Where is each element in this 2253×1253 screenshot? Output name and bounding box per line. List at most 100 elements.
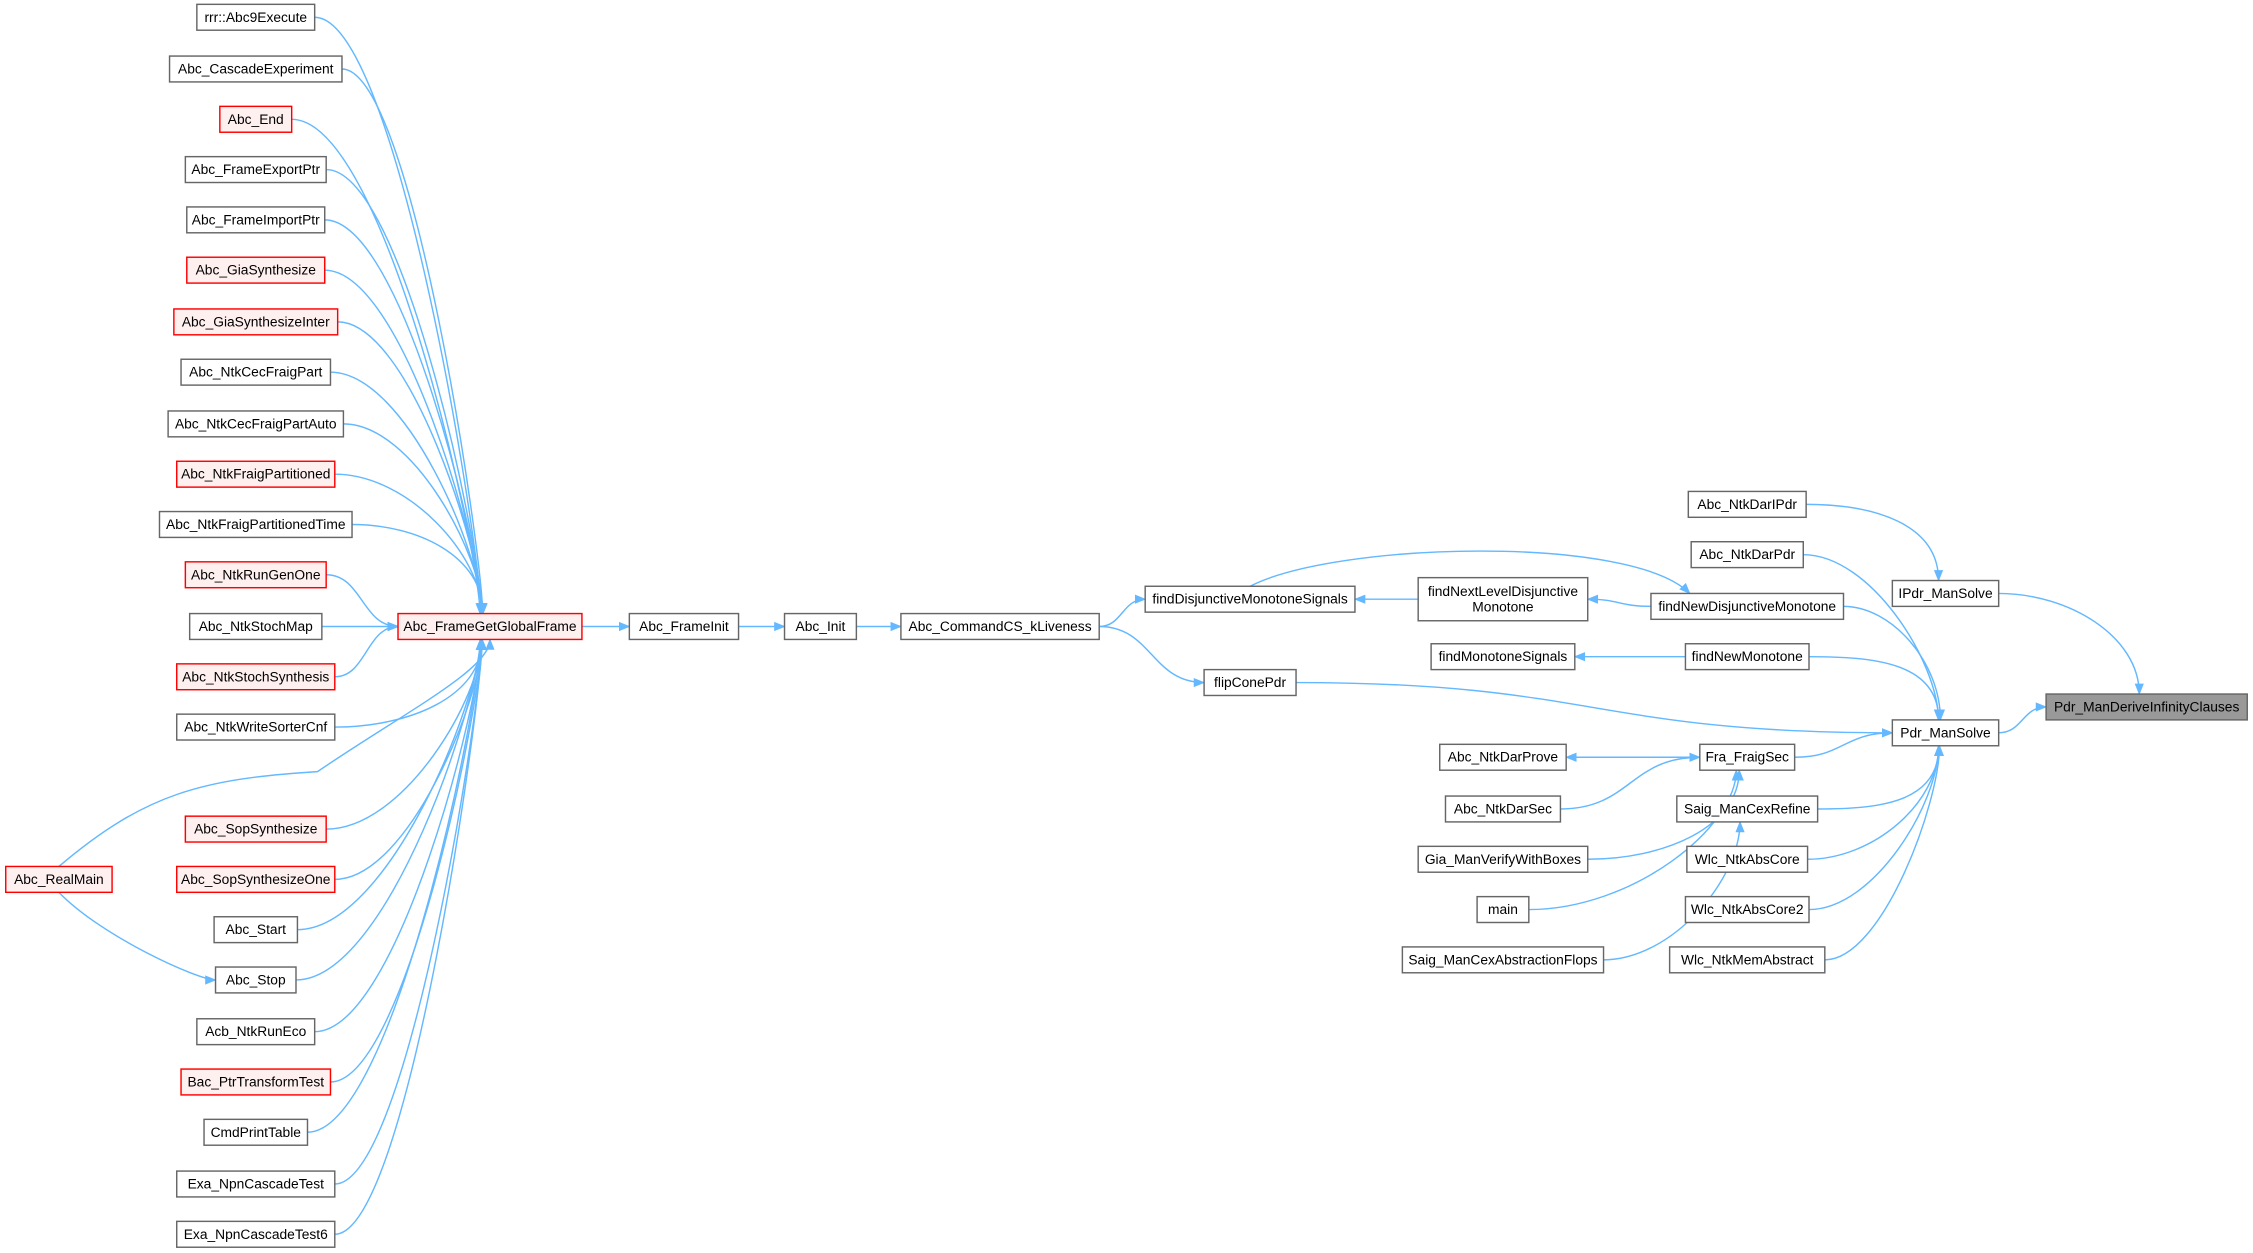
- node-label: findNewDisjunctiveMonotone: [1658, 599, 1836, 614]
- node-wlc-ntkmemabstract[interactable]: Wlc_NtkMemAbstract: [1668, 946, 1826, 974]
- node-label: main: [1488, 902, 1518, 917]
- node-abc-end[interactable]: Abc_End: [219, 105, 293, 133]
- node-bac-ptrtransformtest[interactable]: Bac_PtrTransformTest: [180, 1068, 332, 1096]
- node-cmdprinttable[interactable]: CmdPrintTable: [203, 1118, 309, 1146]
- node-abc-stop[interactable]: Abc_Stop: [214, 966, 297, 994]
- edge-pdr-mansolve-to-pdr-manderiveinfinityclauses: [1998, 702, 2048, 734]
- node-abc-start[interactable]: Abc_Start: [213, 916, 299, 944]
- node-box: [783, 612, 858, 641]
- edge-fra-fraigsec-to-pdr-mansolve: [1794, 728, 1894, 758]
- edge-main-to-fra-fraigsec: [1528, 769, 1741, 911]
- edge-exa-npncascadetest6-to-abc-framegetglobalframe: [334, 638, 487, 1236]
- node-label: findDisjunctiveMonotoneSignals: [1152, 592, 1347, 607]
- node-abc-sopsynthesize[interactable]: Abc_SopSynthesize: [184, 815, 327, 843]
- node-findnewmonotone[interactable]: findNewMonotone: [1684, 643, 1810, 671]
- node-abc-ntkcecfraigpartauto[interactable]: Abc_NtkCecFraigPartAuto: [167, 410, 345, 438]
- edge-gia-manverifywithboxes-to-fra-fraigsec: [1587, 769, 1744, 860]
- node-box: [1699, 743, 1796, 771]
- node-label: Wlc_NtkAbsCore: [1695, 852, 1800, 867]
- node-box: [196, 1018, 316, 1046]
- edge-abc-stop-to-abc-framegetglobalframe: [295, 638, 485, 981]
- node-abc-ntkfraigpartitionedtime[interactable]: Abc_NtkFraigPartitionedTime: [158, 510, 353, 539]
- node-box: [1401, 946, 1605, 974]
- node-label: Wlc_NtkMemAbstract: [1681, 952, 1814, 967]
- node-rrr-abc9execute[interactable]: rrr::Abc9Execute: [196, 3, 316, 31]
- node-box: [173, 308, 339, 336]
- node-box: [186, 206, 326, 234]
- node-abc-giasynthesizeinter[interactable]: Abc_GiaSynthesizeInter: [173, 308, 339, 336]
- node-saig-mancexrefine[interactable]: Saig_ManCexRefine: [1676, 795, 1819, 823]
- node-pdr-mansolve[interactable]: Pdr_ManSolve: [1891, 719, 2000, 747]
- node-box: [1650, 592, 1845, 621]
- node-box: [1430, 643, 1576, 671]
- node-abc-ntkdaripdr[interactable]: Abc_NtkDarIPdr: [1687, 490, 1807, 519]
- node-label: Abc_CommandCS_kLiveness: [909, 619, 1092, 634]
- node-abc-frameexportptr[interactable]: Abc_FrameExportPtr: [184, 155, 327, 184]
- node-box: [1417, 845, 1589, 873]
- node-box: [176, 1220, 336, 1248]
- edge-abc-realmain-to-abc-framegetglobalframe: [58, 638, 495, 868]
- edge-abc-ntkfraigpartitionedtime-to-abc-framegetglobalframe: [352, 523, 488, 615]
- node-ipdr-mansolve[interactable]: IPdr_ManSolve: [1891, 579, 2000, 608]
- node-abc-ntkdarsec[interactable]: Abc_NtkDarSec: [1444, 795, 1562, 823]
- node-label: Saig_ManCexAbstractionFlops: [1408, 952, 1597, 967]
- node-label: Bac_PtrTransformTest: [187, 1074, 324, 1089]
- node-saig-mancexabstractionflops[interactable]: Saig_ManCexAbstractionFlops: [1401, 946, 1605, 974]
- node-abc-ntkstochmap[interactable]: Abc_NtkStochMap: [188, 612, 323, 641]
- node-abc-commandcs-kliveness[interactable]: Abc_CommandCS_kLiveness: [900, 612, 1100, 641]
- node-wlc-ntkabscore[interactable]: Wlc_NtkAbsCore: [1686, 845, 1809, 873]
- edge-abc-ntkstochsynthesis-to-abc-framegetglobalframe: [334, 621, 400, 678]
- node-label: CmdPrintTable: [211, 1125, 302, 1140]
- node-abc-giasynthesize[interactable]: Abc_GiaSynthesize: [186, 256, 326, 284]
- node-label: Abc_NtkCecFraigPartAuto: [175, 416, 337, 431]
- node-box: [176, 460, 336, 488]
- node-abc-sopsynthesizeone[interactable]: Abc_SopSynthesizeOne: [176, 865, 336, 894]
- node-main[interactable]: main: [1476, 895, 1530, 924]
- node-exa-npncascadetest[interactable]: Exa_NpnCascadeTest: [176, 1170, 336, 1198]
- node-flipconepdr[interactable]: flipConePdr: [1203, 668, 1297, 697]
- node-box: [1687, 490, 1807, 519]
- node-abc-cascadeexperiment[interactable]: Abc_CascadeExperiment: [168, 55, 343, 83]
- edge-abc-commandcs-kliveness-to-flipconepdr: [1099, 625, 1206, 688]
- node-abc-framegetglobalframe[interactable]: Abc_FrameGetGlobalFrame: [397, 612, 583, 641]
- node-gia-manverifywithboxes[interactable]: Gia_ManVerifyWithBoxes: [1417, 845, 1589, 873]
- node-label: IPdr_ManSolve: [1898, 586, 1993, 601]
- node-abc-ntkdarprove[interactable]: Abc_NtkDarProve: [1439, 743, 1567, 771]
- node-abc-ntkdarpdr[interactable]: Abc_NtkDarPdr: [1690, 541, 1804, 569]
- node-abc-frameinit[interactable]: Abc_FrameInit: [628, 612, 740, 641]
- node-abc-init[interactable]: Abc_Init: [783, 612, 858, 641]
- node-abc-frameimportptr[interactable]: Abc_FrameImportPtr: [186, 206, 326, 234]
- edge-findnewmonotone-to-pdr-mansolve: [1809, 655, 1944, 722]
- edge-abc-ntkdarsec-to-fra-fraigsec: [1560, 752, 1701, 810]
- node-label: Abc_RealMain: [14, 872, 104, 887]
- node-finddisjunctivemonotonesignals[interactable]: findDisjunctiveMonotoneSignals: [1144, 585, 1356, 613]
- node-label: Abc_FrameGetGlobalFrame: [403, 619, 576, 634]
- node-acb-ntkruneco[interactable]: Acb_NtkRunEco: [196, 1018, 316, 1046]
- node-findnewdisjunctivemonotone[interactable]: findNewDisjunctiveMonotone: [1650, 592, 1845, 621]
- node-abc-ntkstochsynthesis[interactable]: Abc_NtkStochSynthesis: [176, 663, 336, 691]
- node-label: Abc_End: [228, 112, 284, 127]
- edge-finddisjunctivemonotonesignals-to-findnewdisjunctivemonotone: [1249, 550, 1691, 595]
- node-label: findMonotoneSignals: [1439, 649, 1568, 664]
- edge-flipconepdr-to-pdr-mansolve: [1296, 681, 1894, 738]
- node-abc-ntkfraigpartitioned[interactable]: Abc_NtkFraigPartitioned: [176, 460, 336, 488]
- node-label: Abc_SopSynthesizeOne: [181, 872, 331, 887]
- node-label: Abc_NtkWriteSorterCnf: [184, 720, 327, 735]
- edge-abc-ntkcecfraigpartauto-to-abc-framegetglobalframe: [343, 423, 488, 615]
- node-box: [184, 155, 327, 184]
- node-box: [158, 510, 353, 539]
- node-fra-fraigsec[interactable]: Fra_FraigSec: [1699, 743, 1796, 771]
- node-exa-npncascadetest6[interactable]: Exa_NpnCascadeTest6: [176, 1220, 336, 1248]
- node-pdr-manderiveinfinityclauses: Pdr_ManDeriveInfinityClauses: [2045, 693, 2248, 721]
- edge-abc-frameexportptr-to-abc-framegetglobalframe: [326, 168, 487, 615]
- node-wlc-ntkabscore2[interactable]: Wlc_NtkAbsCore2: [1684, 895, 1810, 924]
- node-abc-realmain[interactable]: Abc_RealMain: [5, 865, 113, 894]
- node-label: findNextLevelDisjunctive: [1428, 584, 1578, 599]
- node-box: [168, 55, 343, 83]
- node-abc-ntkwritesortercnf[interactable]: Abc_NtkWriteSorterCnf: [176, 713, 336, 741]
- node-abc-ntkcecfraigpart[interactable]: Abc_NtkCecFraigPart: [180, 358, 332, 386]
- node-abc-ntkrungenone[interactable]: Abc_NtkRunGenOne: [184, 561, 327, 589]
- node-findmonotonesignals[interactable]: findMonotoneSignals: [1430, 643, 1576, 671]
- node-label: Abc_Init: [796, 619, 846, 634]
